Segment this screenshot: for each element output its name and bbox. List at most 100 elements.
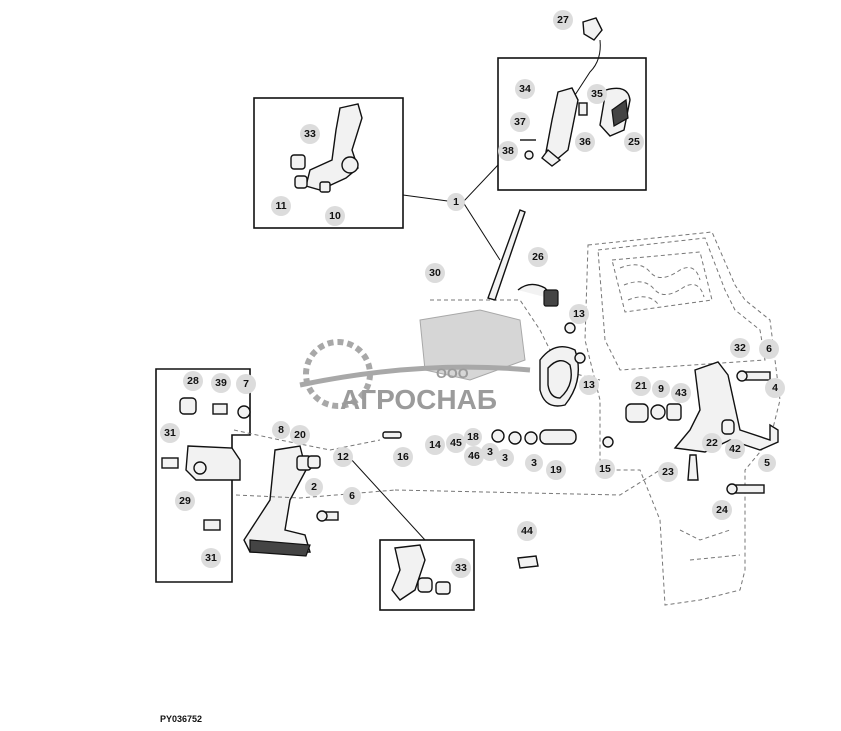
- svg-text:31: 31: [205, 552, 217, 564]
- svg-text:15: 15: [599, 463, 611, 475]
- svg-text:11: 11: [275, 200, 286, 212]
- callout-22: 22: [702, 433, 722, 453]
- watermark-logo: ООО АГРОСНАБ: [299, 309, 531, 415]
- callout-11: 11: [271, 196, 291, 216]
- svg-text:6: 6: [766, 343, 772, 355]
- center-mechanism: [382, 283, 614, 448]
- svg-text:27: 27: [557, 14, 569, 26]
- svg-text:3: 3: [531, 457, 537, 469]
- callout-38: 38: [498, 141, 518, 161]
- svg-text:3: 3: [487, 446, 493, 458]
- callout-45: 45: [446, 433, 466, 453]
- svg-text:39: 39: [215, 377, 227, 389]
- svg-text:12: 12: [337, 451, 349, 463]
- inset-handle-detail: [497, 57, 647, 191]
- callout-35: 35: [587, 84, 607, 104]
- svg-text:1: 1: [453, 196, 459, 208]
- callout-13b: 13: [579, 375, 599, 395]
- svg-text:29: 29: [179, 495, 191, 507]
- svg-text:32: 32: [734, 342, 746, 354]
- svg-text:45: 45: [450, 437, 462, 449]
- svg-text:3: 3: [502, 452, 508, 464]
- callout-25: 25: [624, 132, 644, 152]
- figure-id: PY036752: [160, 714, 203, 724]
- callout-3a: 3: [481, 443, 499, 461]
- svg-text:28: 28: [187, 375, 199, 387]
- left-parts: [161, 397, 251, 531]
- callout-8: 8: [272, 421, 290, 439]
- pedal-link-dash: [233, 429, 381, 451]
- callout-2: 2: [305, 478, 323, 496]
- svg-text:5: 5: [764, 457, 770, 469]
- callout-31b: 31: [201, 548, 221, 568]
- svg-text:23: 23: [662, 466, 674, 478]
- svg-text:13: 13: [583, 379, 595, 391]
- callout-23: 23: [658, 462, 678, 482]
- svg-text:33: 33: [455, 562, 467, 574]
- callout-15: 15: [595, 459, 615, 479]
- callout-42: 42: [725, 439, 745, 459]
- bottom-detail-parts: [391, 544, 451, 601]
- svg-text:14: 14: [429, 439, 441, 451]
- callout-10: 10: [325, 206, 345, 226]
- callout-6b: 6: [343, 487, 361, 505]
- callout-19: 19: [546, 460, 566, 480]
- cable-top: [574, 39, 601, 96]
- callout-4: 4: [765, 378, 785, 398]
- callout-37: 37: [510, 112, 530, 132]
- inset-bottom-detail: [379, 539, 475, 611]
- svg-text:35: 35: [591, 88, 603, 100]
- svg-text:20: 20: [294, 429, 306, 441]
- callout-6a: 6: [759, 339, 779, 359]
- svg-text:36: 36: [579, 136, 591, 148]
- callout-32: 32: [730, 338, 750, 358]
- callout-33: 33: [300, 124, 320, 144]
- callout-20: 20: [290, 425, 310, 445]
- callout-9: 9: [652, 380, 670, 398]
- callout-14: 14: [425, 435, 445, 455]
- svg-text:24: 24: [716, 504, 728, 516]
- svg-text:8: 8: [278, 424, 284, 436]
- rod: [487, 209, 526, 301]
- callout-36: 36: [575, 132, 595, 152]
- svg-text:13: 13: [573, 308, 585, 320]
- callout-12: 12: [333, 447, 353, 467]
- callout-27: 27: [553, 10, 573, 30]
- svg-text:31: 31: [164, 427, 176, 439]
- svg-text:18: 18: [467, 431, 479, 443]
- handle-parts: [520, 87, 631, 167]
- inset-pedal-detail: [155, 368, 251, 583]
- inset-bracket-detail: [253, 97, 404, 229]
- svg-text:25: 25: [628, 136, 640, 148]
- svg-text:38: 38: [502, 145, 514, 157]
- svg-text:46: 46: [468, 450, 480, 462]
- callout-30: 30: [425, 263, 445, 283]
- callout-3b: 3: [496, 449, 514, 467]
- clip-top: [582, 17, 603, 41]
- svg-text:30: 30: [429, 267, 441, 279]
- bracket-parts: [290, 103, 363, 193]
- callout-3c: 3: [525, 454, 543, 472]
- svg-text:37: 37: [514, 116, 526, 128]
- callout-1: 1: [447, 193, 465, 211]
- leader-1: [462, 164, 501, 261]
- svg-text:9: 9: [658, 383, 664, 395]
- callout-29: 29: [175, 491, 195, 511]
- callout-7: 7: [236, 374, 256, 394]
- callout-26: 26: [528, 247, 548, 267]
- callout-39: 39: [211, 373, 231, 393]
- callout-34: 34: [515, 79, 535, 99]
- svg-text:10: 10: [329, 210, 341, 222]
- pedal: [243, 445, 339, 557]
- callout-5: 5: [758, 454, 776, 472]
- right-bracket: [625, 361, 779, 495]
- svg-text:44: 44: [521, 525, 533, 537]
- svg-text:2: 2: [311, 481, 317, 493]
- watermark-line2: АГРОСНАБ: [340, 384, 497, 415]
- callout-21: 21: [631, 376, 651, 396]
- svg-text:4: 4: [772, 382, 778, 394]
- callout-18: 18: [464, 428, 482, 446]
- svg-text:34: 34: [519, 83, 531, 95]
- svg-text:7: 7: [243, 378, 249, 390]
